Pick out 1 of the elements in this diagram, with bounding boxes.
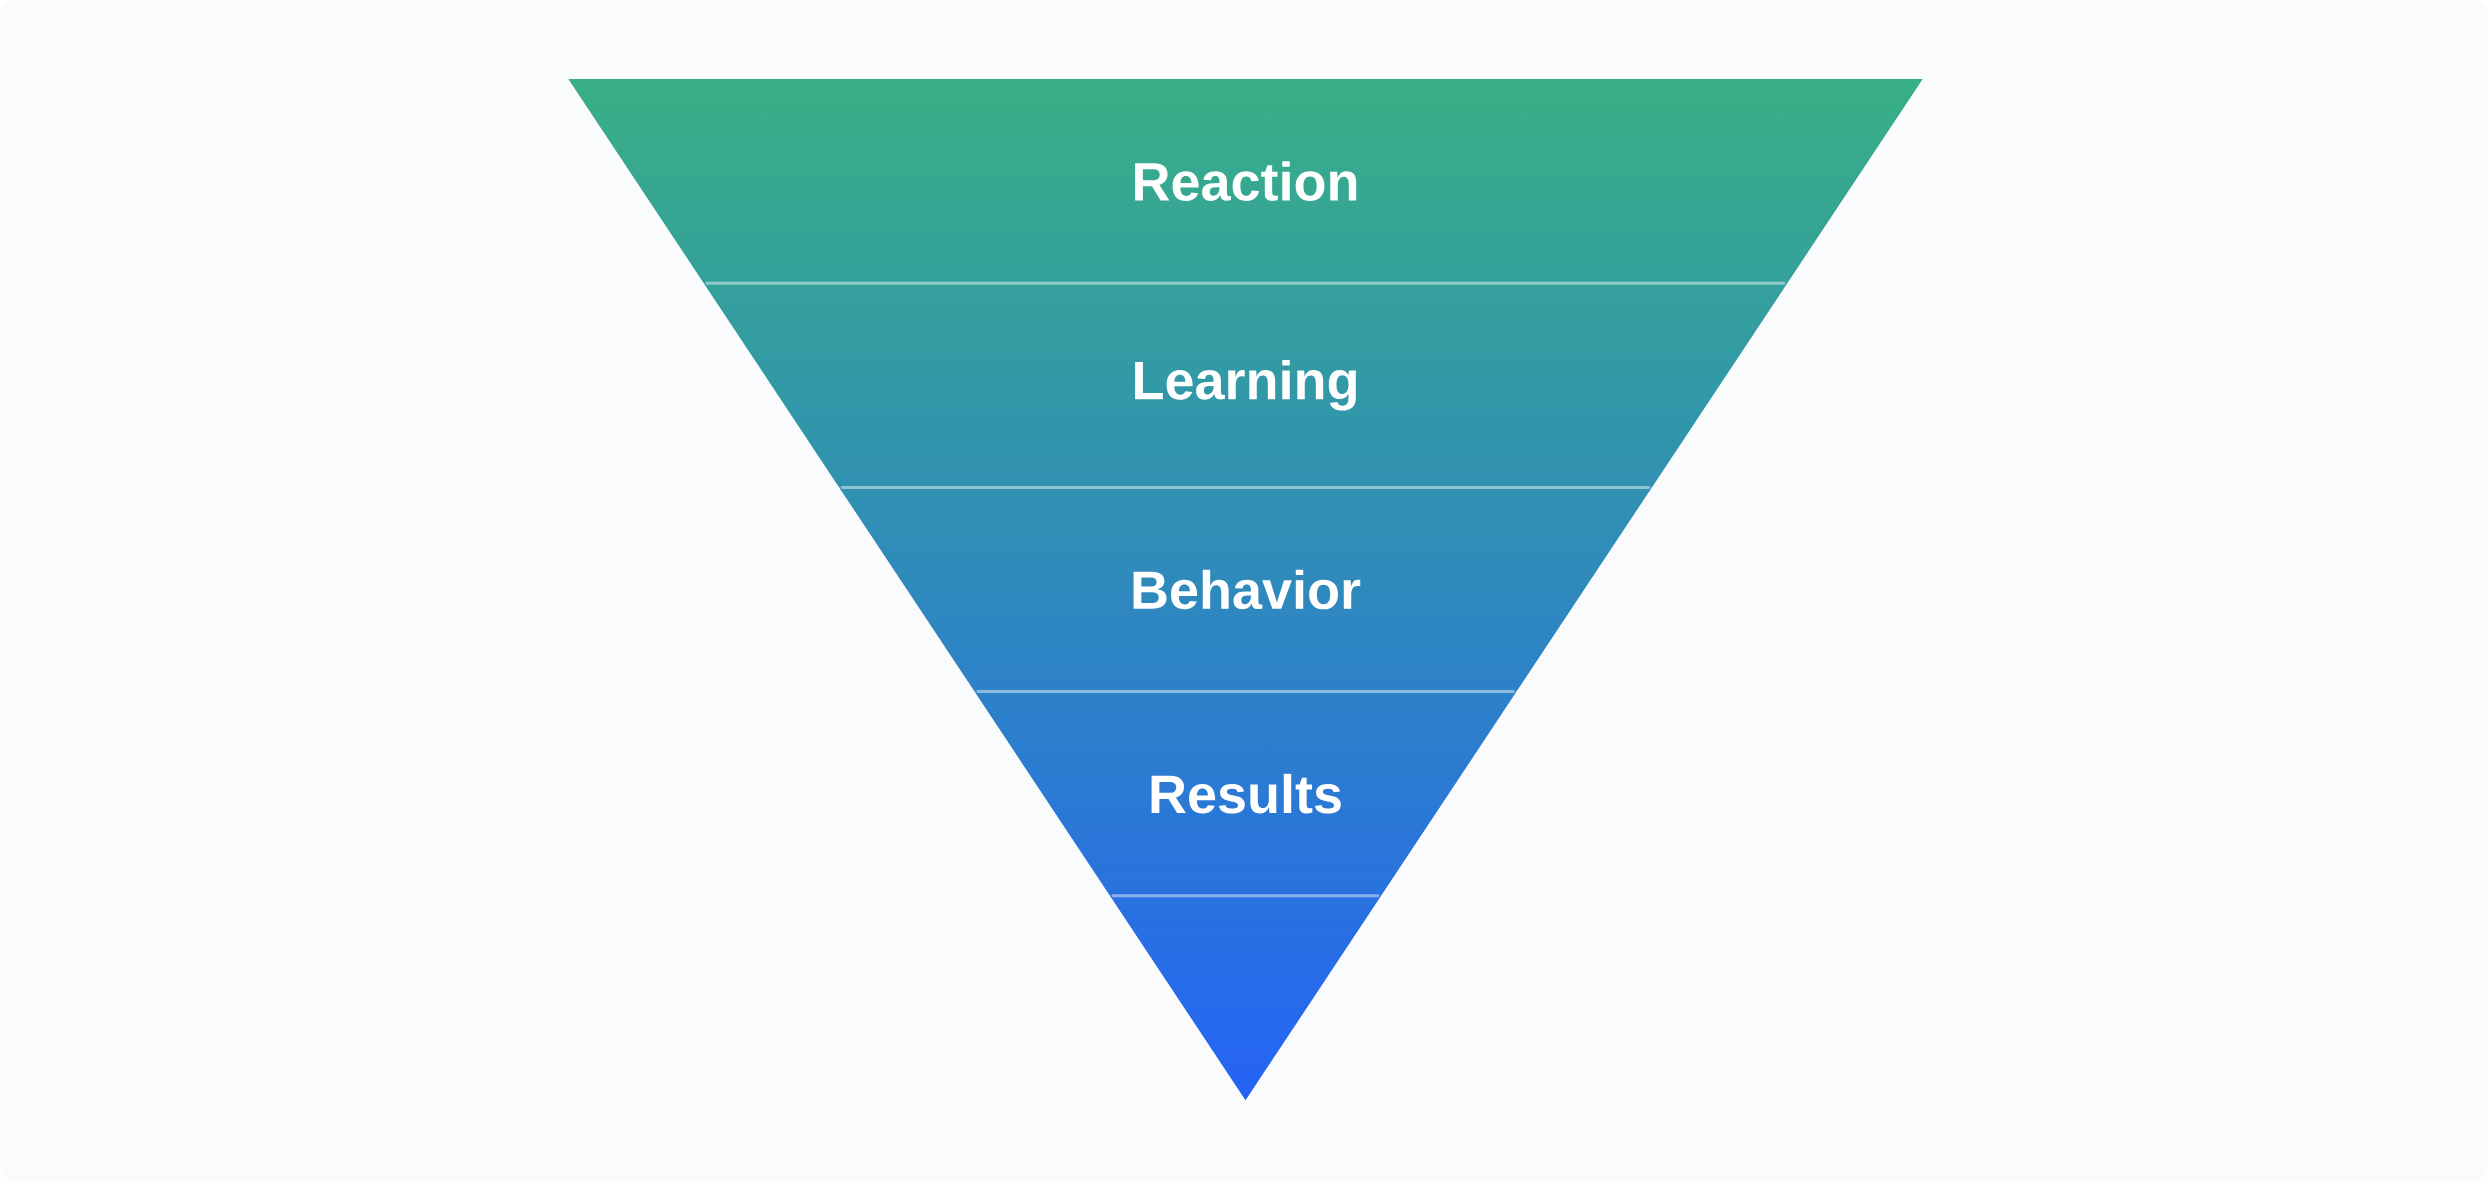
funnel-band: Reaction bbox=[568, 79, 1923, 284]
